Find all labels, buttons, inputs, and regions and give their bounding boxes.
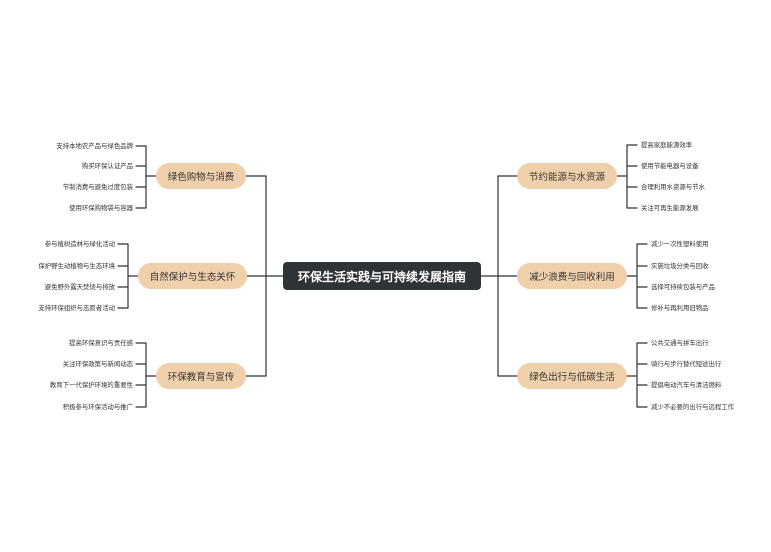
connector-waste-reduction-leaves <box>626 243 648 309</box>
connector-nature-protection-leaves <box>117 243 139 309</box>
leaf-green-travel-1[interactable]: 公共交通与拼车出行 <box>651 339 709 347</box>
leaf-nature-protection-2[interactable]: 保护野生动植物与生态环境 <box>38 262 115 270</box>
leaf-green-travel-4[interactable]: 减少不必要的出行与远程工作 <box>651 403 735 411</box>
leaf-waste-reduction-3[interactable]: 选择可持续包装与产品 <box>651 283 715 291</box>
leaf-waste-reduction-2[interactable]: 实施垃圾分类与回收 <box>651 262 709 270</box>
leaf-green-travel-3[interactable]: 提倡电动汽车与清洁燃料 <box>651 381 722 389</box>
leaf-nature-protection-3[interactable]: 避免野外露天焚烧与排放 <box>44 283 115 291</box>
leaf-energy-saving-2[interactable]: 使用节能电器与设备 <box>641 162 699 170</box>
connector-green-shopping-leaves <box>135 145 157 209</box>
leaf-waste-reduction-4[interactable]: 修补与再利用旧物品 <box>651 304 709 312</box>
leaf-env-education-1[interactable]: 提高环保意识与责任感 <box>69 339 133 347</box>
leaf-green-shopping-1[interactable]: 支持本地农产品与绿色品牌 <box>56 142 133 150</box>
branch-energy-saving[interactable]: 节约能源与水资源 <box>517 163 617 189</box>
root-topic[interactable]: 环保生活实践与可持续发展指南 <box>283 262 481 290</box>
branch-env-education[interactable]: 环保教育与宣传 <box>156 363 246 389</box>
leaf-env-education-2[interactable]: 关注环保政策与新闻动态 <box>62 360 133 368</box>
leaf-env-education-4[interactable]: 积极参与环保活动与推广 <box>62 403 133 411</box>
leaf-green-travel-2[interactable]: 骑行与步行替代短途出行 <box>651 360 722 368</box>
connector-env-education-leaves <box>135 342 157 408</box>
leaf-waste-reduction-1[interactable]: 减少一次性塑料使用 <box>651 240 709 248</box>
leaf-nature-protection-1[interactable]: 参与植树造林与绿化活动 <box>44 240 115 248</box>
branch-nature-protection[interactable]: 自然保护与生态关怀 <box>138 263 247 289</box>
leaf-nature-protection-4[interactable]: 支持环保组织与志愿者活动 <box>38 304 115 312</box>
leaf-green-shopping-2[interactable]: 购买环保认证产品 <box>81 162 133 170</box>
leaf-green-shopping-4[interactable]: 使用环保购物袋与容器 <box>69 204 133 212</box>
branch-waste-reduction[interactable]: 减少浪费与回收利用 <box>517 263 627 289</box>
connector-energy-saving-leaves <box>616 144 638 209</box>
branch-green-shopping[interactable]: 绿色购物与消费 <box>156 163 246 189</box>
connector-green-travel-leaves <box>626 342 648 408</box>
branch-green-travel[interactable]: 绿色出行与低碳生活 <box>517 363 627 389</box>
leaf-env-education-3[interactable]: 教育下一代保护环境的重要性 <box>49 381 133 389</box>
leaf-green-shopping-3[interactable]: 节制消费与避免过度包装 <box>62 183 133 191</box>
leaf-energy-saving-1[interactable]: 提高家庭能源效率 <box>641 141 693 149</box>
leaf-energy-saving-4[interactable]: 关注可再生能源发展 <box>641 204 699 212</box>
leaf-energy-saving-3[interactable]: 合理利用水资源与节水 <box>641 183 705 191</box>
